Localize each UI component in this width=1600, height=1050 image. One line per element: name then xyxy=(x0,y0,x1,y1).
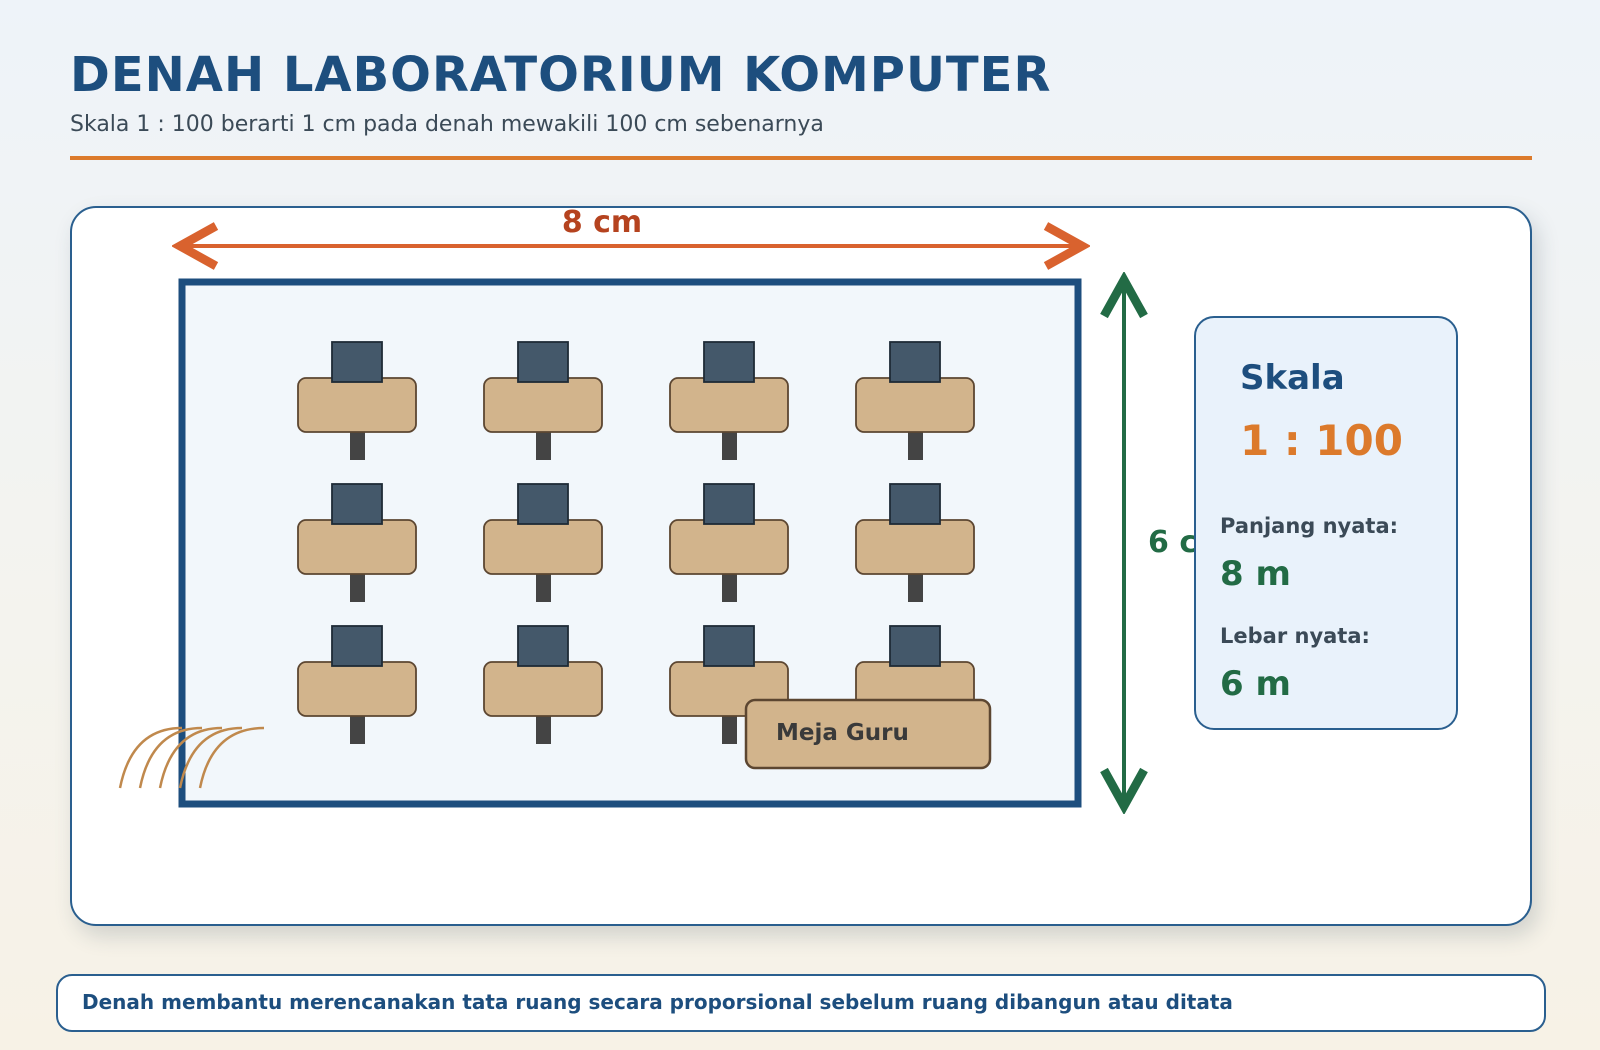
monitor-icon xyxy=(517,341,569,383)
monitor-icon xyxy=(703,483,755,525)
chair xyxy=(536,570,551,602)
floor-plan-diagram: 8 cm Meja Guru 6 cm xyxy=(118,208,1228,928)
floor-plan-card: 8 cm Meja Guru 6 cm Skala 1 : 100 Panjan… xyxy=(70,206,1532,926)
chair xyxy=(536,712,551,744)
student-desk xyxy=(297,483,417,602)
monitor-icon xyxy=(331,625,383,667)
legend-width-value: 6 m xyxy=(1220,664,1291,704)
student-desk-grid xyxy=(297,341,975,744)
chair xyxy=(908,428,923,460)
monitor-icon xyxy=(517,625,569,667)
page-title: DENAH LABORATORIUM KOMPUTER xyxy=(70,47,1052,103)
chair xyxy=(350,428,365,460)
legend-scale-ratio: 1 : 100 xyxy=(1240,416,1403,465)
monitor-icon xyxy=(889,341,941,383)
desk-top xyxy=(483,519,603,575)
legend-length-label: Panjang nyata: xyxy=(1220,514,1399,538)
desk-top xyxy=(669,519,789,575)
legend-title: Skala xyxy=(1240,358,1345,398)
header-divider xyxy=(70,156,1532,160)
footer-text: Denah membantu merencanakan tata ruang s… xyxy=(82,990,1233,1014)
monitor-icon xyxy=(331,483,383,525)
monitor-icon xyxy=(517,483,569,525)
chair xyxy=(722,712,737,744)
chair xyxy=(722,570,737,602)
desk-top xyxy=(297,377,417,433)
desk-top xyxy=(855,377,975,433)
desk-top xyxy=(483,661,603,717)
chair xyxy=(536,428,551,460)
monitor-icon xyxy=(703,625,755,667)
scale-legend: Skala 1 : 100 Panjang nyata: 8 m Lebar n… xyxy=(1194,316,1458,730)
student-desk xyxy=(483,341,603,460)
desk-top xyxy=(483,377,603,433)
teacher-desk-label: Meja Guru xyxy=(776,720,909,746)
teacher-desk: Meja Guru xyxy=(744,698,992,770)
student-desk xyxy=(483,483,603,602)
footer-note: Denah membantu merencanakan tata ruang s… xyxy=(56,974,1546,1032)
legend-length-value: 8 m xyxy=(1220,554,1291,594)
chair xyxy=(908,570,923,602)
student-desk xyxy=(297,341,417,460)
chair xyxy=(350,712,365,744)
legend-width-label: Lebar nyata: xyxy=(1220,624,1370,648)
student-desk xyxy=(855,341,975,460)
monitor-icon xyxy=(703,341,755,383)
desk-top xyxy=(297,661,417,717)
monitor-icon xyxy=(889,483,941,525)
student-desk xyxy=(483,625,603,744)
door-swing-icon xyxy=(118,726,265,789)
desk-top xyxy=(669,377,789,433)
chair xyxy=(350,570,365,602)
header: DENAH LABORATORIUM KOMPUTER Skala 1 : 10… xyxy=(70,46,1530,137)
student-desk xyxy=(669,483,789,602)
student-desk xyxy=(855,483,975,602)
page-subtitle: Skala 1 : 100 berarti 1 cm pada denah me… xyxy=(70,112,824,137)
desk-top xyxy=(855,519,975,575)
width-dimension-label: 8 cm xyxy=(562,208,642,240)
monitor-icon xyxy=(889,625,941,667)
student-desk xyxy=(297,625,417,744)
chair xyxy=(722,428,737,460)
student-desk xyxy=(669,341,789,460)
desk-top xyxy=(297,519,417,575)
monitor-icon xyxy=(331,341,383,383)
